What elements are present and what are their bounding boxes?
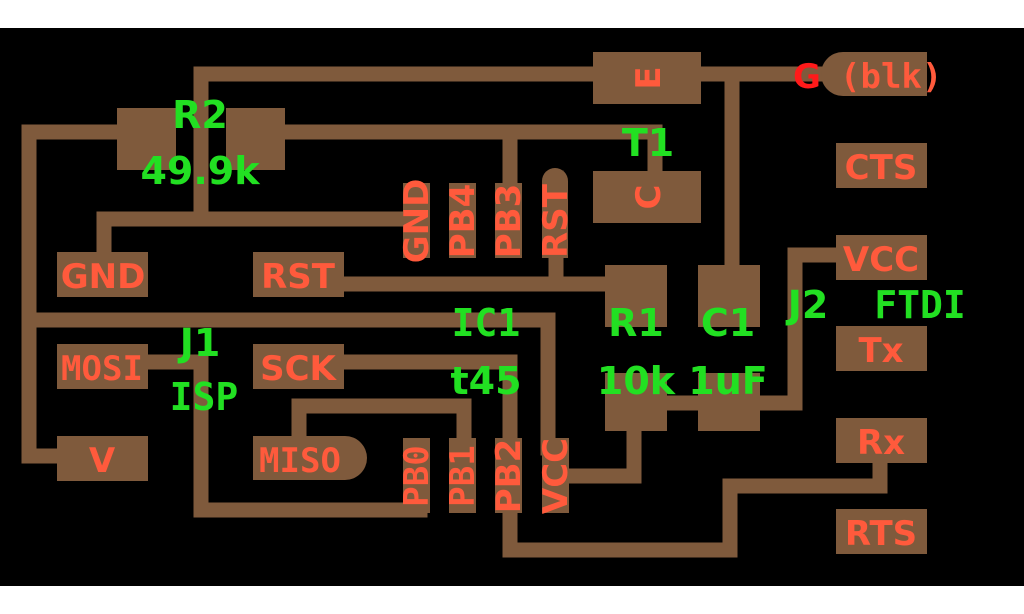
r2-ref-label: R2 [172, 93, 228, 137]
j1-pad-mosi [57, 344, 148, 389]
pcb-layout: E C G (blk) CTS VCC Tx Rx RTS GND RST MO… [21, 52, 966, 558]
ic1-pb1-label: PB1 [443, 445, 483, 506]
ic1-pb2-label: PB2 [489, 439, 529, 514]
c1-pad-top [698, 265, 760, 327]
pad-labels: E C G (blk) CTS VCC Tx Rx RTS GND RST MO… [61, 57, 943, 554]
ic1-pin-pb2 [495, 438, 522, 513]
component-labels: R2 49.9k T1 IC1 t45 R1 10k C1 1uF J1 ISP… [140, 93, 965, 419]
trace-vcc-r1 [552, 415, 642, 484]
j2-vcc-label: VCC [843, 240, 919, 280]
trace-mosi [140, 354, 428, 518]
trace-miso [291, 398, 472, 456]
pads [57, 52, 927, 554]
t1-pad-c [593, 171, 701, 223]
t1-e-label: E [629, 66, 669, 89]
j1-pad-rst [253, 252, 344, 297]
c1-value-label: 1uF [688, 359, 767, 403]
trace-r2-to-t1 [272, 124, 663, 186]
ic1-value-label: t45 [450, 359, 521, 403]
j2-pad-tx [836, 326, 927, 371]
ic1-gnd-label: GND [397, 179, 437, 264]
t1-pad-e [593, 52, 701, 104]
j1-ref-label: J1 [177, 321, 221, 365]
r1-pad-top [605, 265, 667, 327]
j2-pad-rx [836, 418, 927, 463]
j1-miso-label: MISO [259, 441, 341, 481]
ic1-pin-pb3 [495, 183, 522, 258]
j1-gnd-label: GND [61, 257, 146, 297]
j2-pad-cts [836, 143, 927, 188]
c1-ref-label: C1 [701, 301, 755, 345]
trace-left-rail [21, 124, 138, 464]
j2-rx-label: Rx [857, 423, 905, 463]
j2-pad-vcc [836, 235, 927, 280]
j2-g-label: G [793, 57, 821, 97]
trace-gnd [96, 211, 418, 271]
j1-sck-label: SCK [260, 349, 337, 389]
j2-g-suffix-label: (blk) [840, 57, 942, 97]
j2-value-label: FTDI [874, 283, 966, 327]
t1-c-label: C [629, 185, 669, 210]
j1-value-label: ISP [170, 375, 239, 419]
ic1-rst-label: RST [536, 183, 576, 258]
j2-pad-rts [836, 509, 927, 554]
pcb-board: E C G (blk) CTS VCC Tx Rx RTS GND RST MO… [0, 28, 1024, 586]
trace-sck [332, 354, 518, 446]
ic1-vcc-label: VCC [536, 438, 576, 514]
ic1-pin-rst [542, 168, 568, 258]
j2-pad-g [821, 52, 927, 96]
r1-pad-bottom [605, 373, 667, 431]
j2-tx-label: Tx [858, 331, 903, 371]
ic1-pin-vcc [542, 438, 569, 513]
ic1-pin-gnd [403, 183, 430, 258]
t1-ref-label: T1 [622, 121, 674, 165]
j1-pad-v [57, 436, 148, 481]
r2-value-label: 49.9k [140, 149, 260, 193]
j1-mosi-label: MOSI [61, 349, 143, 389]
ic1-pb0-label: PB0 [397, 445, 437, 506]
ic1-pin-pb0 [403, 438, 430, 513]
trace-vcc-rail [21, 312, 556, 456]
trace-rx [502, 450, 888, 558]
ic1-pb4-label: PB4 [443, 184, 483, 259]
r2-pad-left [117, 108, 176, 170]
j1-pad-gnd [57, 252, 148, 297]
traces [21, 66, 888, 558]
r2-pad-right [226, 108, 285, 170]
j2-cts-label: CTS [845, 148, 918, 188]
j1-pad-miso [253, 436, 367, 480]
r1-value-label: 10k [597, 359, 676, 403]
j1-v-label: V [89, 441, 116, 481]
ic1-pb3-label: PB3 [489, 184, 529, 259]
r1-ref-label: R1 [608, 301, 664, 345]
ic1-ref-label: IC1 [452, 301, 521, 345]
j1-rst-label: RST [261, 257, 336, 297]
ic1-pin-pb1 [449, 438, 476, 513]
ic1-pin-pb4 [449, 183, 476, 258]
j2-ref-label: J2 [785, 283, 829, 327]
j1-pad-sck [253, 344, 344, 389]
j2-rts-label: RTS [845, 514, 917, 554]
c1-pad-bottom [698, 373, 760, 431]
